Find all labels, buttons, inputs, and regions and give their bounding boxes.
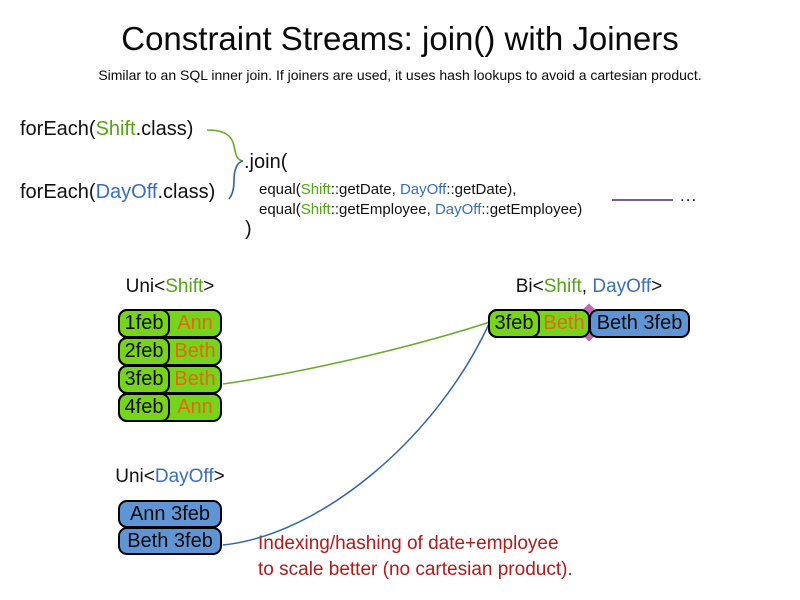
- shift-type-token: Shift: [95, 118, 136, 140]
- bi-shift-employee-cell: Beth: [543, 312, 585, 334]
- shift-type-token: Shift: [300, 181, 331, 198]
- shift-employee-cell: Beth: [174, 368, 216, 390]
- shift-row: 1feb Ann: [118, 309, 222, 338]
- uni-dayoff-label: Uni<DayOff>: [108, 466, 232, 488]
- dayoff-to-bi-connector: [222, 323, 490, 546]
- code-text: equal(: [259, 181, 301, 198]
- dayoff-type-token: DayOff: [434, 201, 482, 218]
- brace-bottom-blue: [228, 160, 244, 200]
- shift-row: 3feb Beth: [118, 365, 222, 394]
- ellipsis-text: ...: [680, 186, 698, 205]
- bi-stream-label: Bi<Shift, DayOff>: [478, 276, 700, 298]
- code-joiner-date: equal(Shift::getDate, DayOff::getDate),: [259, 181, 516, 198]
- code-text: .class): [135, 118, 194, 140]
- dayoff-row: Ann 3feb: [118, 500, 222, 528]
- brace-top-green: [206, 129, 244, 162]
- uni-shift-label: Uni<Shift>: [108, 276, 232, 298]
- label-text: Bi<: [515, 276, 544, 297]
- code-text: equal(: [259, 201, 301, 218]
- shift-employee-cell: Beth: [174, 340, 216, 362]
- code-text: forEach(: [20, 181, 96, 203]
- dayoff-type-token: DayOff: [154, 466, 214, 487]
- code-foreach-shift: forEach(Shift.class): [20, 118, 193, 141]
- code-foreach-dayoff: forEach(DayOff.class): [20, 181, 215, 204]
- label-text: Uni<: [125, 276, 166, 297]
- shift-date-cell: 3feb: [118, 365, 170, 394]
- label-text: >: [213, 466, 225, 487]
- bi-shift-date-cell: 3feb: [488, 309, 540, 338]
- dayoff-row: Beth 3feb: [118, 527, 222, 555]
- joiner-underline: [612, 199, 673, 201]
- label-text: >: [651, 276, 663, 297]
- label-text: ,: [581, 276, 593, 297]
- bi-shift-part: 3feb Beth: [488, 309, 590, 338]
- code-join-close: ): [245, 218, 252, 240]
- label-text: >: [203, 276, 215, 297]
- code-text: .class): [157, 181, 216, 203]
- indexing-note-line2: to scale better (no cartesian product).: [258, 559, 573, 580]
- shift-employee-cell: Ann: [177, 312, 213, 334]
- indexing-note-line1: Indexing/hashing of date+employee: [258, 533, 559, 554]
- shift-type-token: Shift: [543, 276, 582, 297]
- bi-dayoff-part: Beth 3feb: [589, 309, 690, 338]
- shift-date-cell: 2feb: [118, 337, 170, 366]
- dayoff-type-token: DayOff: [592, 276, 652, 297]
- uni-shift-table: 1feb Ann 2feb Beth 3feb Beth 4feb Ann: [118, 309, 222, 422]
- shift-to-bi-connector: [222, 321, 491, 385]
- page-title: Constraint Streams: join() with Joiners: [121, 20, 679, 57]
- page-subtitle: Similar to an SQL inner join. If joiners…: [98, 67, 702, 83]
- uni-dayoff-table: Ann 3feb Beth 3feb: [118, 500, 222, 555]
- label-text: Uni<: [115, 466, 155, 487]
- shift-type-token: Shift: [300, 201, 331, 218]
- shift-row: 4feb Ann: [118, 393, 222, 422]
- code-text: ::getDate,: [330, 181, 400, 198]
- code-joiner-employee: equal(Shift::getEmployee, DayOff::getEmp…: [259, 201, 582, 218]
- shift-type-token: Shift: [165, 276, 204, 297]
- dayoff-type-token: DayOff: [399, 181, 447, 198]
- code-text: ::getEmployee,: [330, 201, 435, 218]
- code-join-open: .join(: [244, 151, 288, 173]
- indexing-note: Indexing/hashing of date+employee to sca…: [258, 531, 573, 583]
- shift-employee-cell: Ann: [177, 396, 213, 418]
- dayoff-type-token: DayOff: [95, 181, 158, 203]
- shift-date-cell: 1feb: [118, 309, 170, 338]
- shift-date-cell: 4feb: [118, 393, 170, 422]
- shift-row: 2feb Beth: [118, 337, 222, 366]
- code-text: ::getEmployee): [481, 201, 583, 218]
- code-text: ::getDate),: [446, 181, 517, 198]
- code-text: forEach(: [20, 118, 96, 140]
